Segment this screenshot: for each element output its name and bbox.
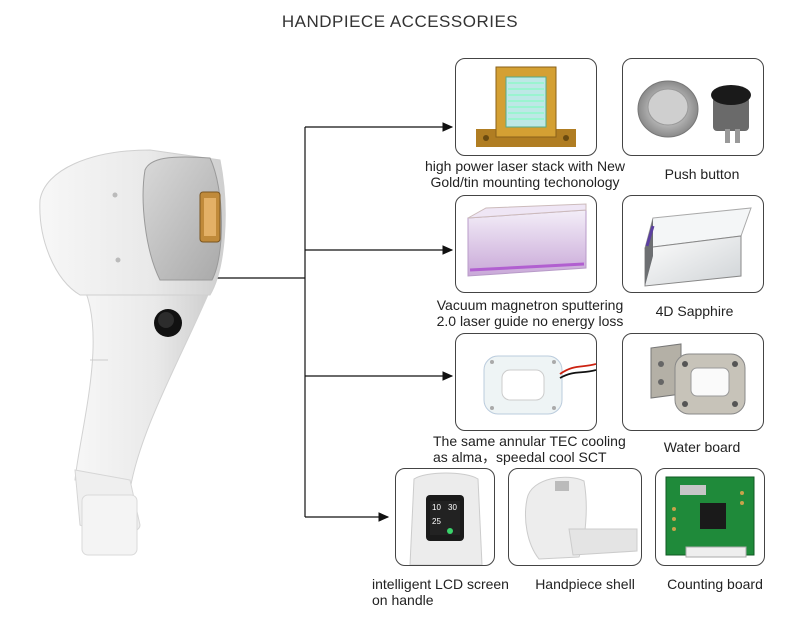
counting-board-card <box>655 468 765 566</box>
laser-stack-card <box>455 58 597 156</box>
lcd-screen-image <box>409 472 483 565</box>
sapphire-image <box>644 207 752 287</box>
page-title: HANDPIECE ACCESSORIES <box>281 12 519 31</box>
tec-cooling-card <box>455 333 597 431</box>
water-board-card <box>622 333 764 431</box>
laser-stack-image <box>476 66 576 147</box>
counting-board-caption: Counting board <box>667 576 763 592</box>
handpiece-shell-card <box>508 468 642 566</box>
sapphire-caption: 4D Sapphire <box>655 303 734 319</box>
lcd-screen-card: 10 30 25 <box>395 468 495 566</box>
handpiece-shell-caption: Handpiece shell <box>535 576 635 592</box>
push-button-caption: Push button <box>664 166 740 182</box>
sapphire-card <box>622 195 764 293</box>
lcd-value-top-right: 30 <box>448 503 457 512</box>
water-board-caption: Water board <box>663 439 741 455</box>
lcd-value-bottom-left: 25 <box>432 517 441 526</box>
tec-cooling-image <box>483 355 596 415</box>
laser-guide-card <box>455 195 597 293</box>
laser-guide-image <box>467 203 587 277</box>
push-button-card <box>622 58 764 156</box>
water-board-image <box>650 343 746 415</box>
counting-board-image <box>665 476 755 558</box>
handpiece-shell-image <box>525 476 638 560</box>
push-button-image <box>637 80 751 143</box>
lcd-value-top-left: 10 <box>432 503 441 512</box>
handpiece-device-image <box>39 149 226 556</box>
